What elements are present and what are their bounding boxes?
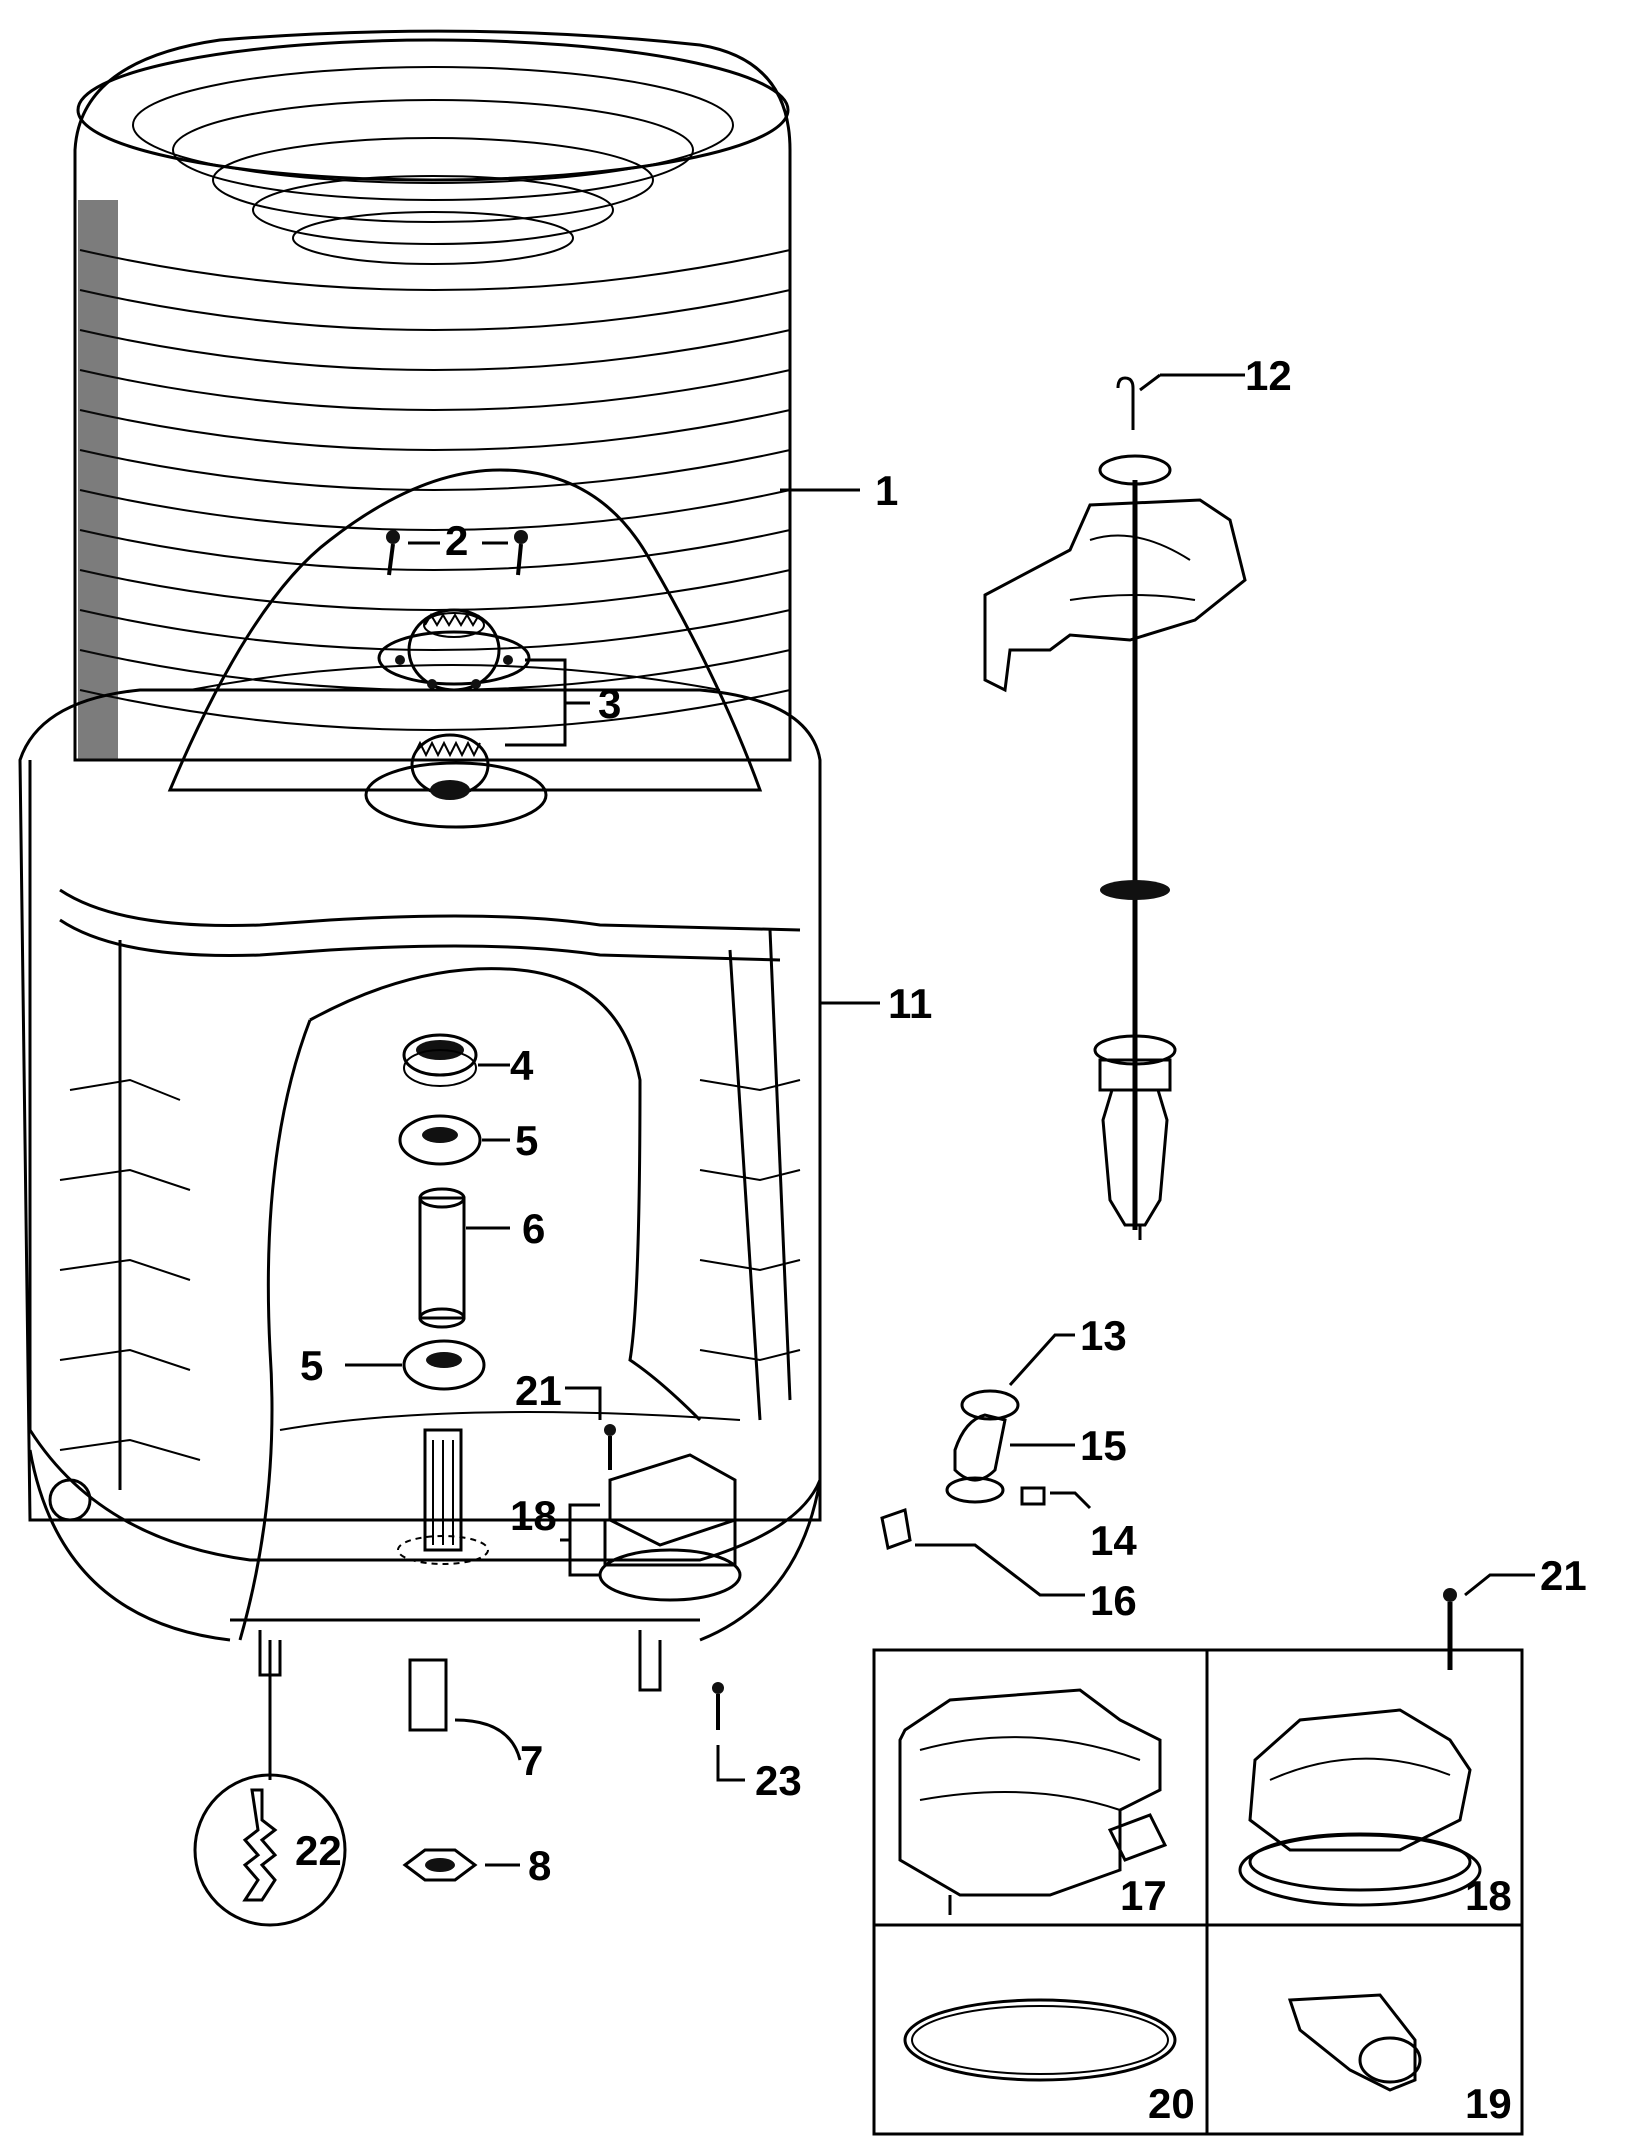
pump-17 — [898, 1688, 1168, 1915]
spin-tube-6 — [418, 1187, 466, 1329]
label-part-1: 1 — [875, 467, 898, 514]
drive-shaft — [397, 1428, 489, 1565]
label-part-7: 7 — [520, 1737, 543, 1784]
fitting-19 — [1287, 1993, 1422, 2092]
outer-tub — [18, 688, 822, 1692]
pump-18-installed — [560, 1386, 742, 1602]
label-part-23: 23 — [755, 1757, 802, 1804]
label-part-19: 19 — [1465, 2080, 1512, 2127]
label-part-21-installed: 21 — [515, 1367, 562, 1414]
label-part-17: 17 — [1120, 1872, 1167, 1919]
label-part-16: 16 — [1090, 1577, 1137, 1624]
label-part-12: 12 — [1245, 352, 1292, 399]
label-part-4: 4 — [510, 1042, 534, 1089]
label-part-8: 8 — [528, 1842, 551, 1889]
label-part-13: 13 — [1080, 1312, 1127, 1359]
fitting-15 — [945, 1413, 1075, 1504]
label-part-18-installed: 18 — [510, 1492, 557, 1539]
label-part-22: 22 — [295, 1827, 342, 1874]
part-7 — [408, 1658, 522, 1761]
clip-16 — [880, 1507, 1085, 1597]
pump-18-inset — [1238, 1573, 1535, 1907]
label-part-3: 3 — [598, 680, 621, 727]
label-part-18-inset: 18 — [1465, 1872, 1512, 1919]
label-part-11: 11 — [888, 980, 932, 1027]
clip-22-inset — [193, 1640, 347, 1927]
label-part-21-inset: 21 — [1540, 1552, 1587, 1599]
nut-8 — [402, 1848, 520, 1882]
pump-inset-box — [872, 1648, 1524, 2136]
label-part-14: 14 — [1090, 1517, 1137, 1564]
drive-hub-3 — [364, 608, 590, 829]
label-part-6: 6 — [522, 1205, 545, 1252]
ring-20 — [903, 1998, 1177, 2082]
o-ring-13 — [960, 1333, 1075, 1421]
wash-basket — [73, 29, 792, 792]
label-part-2: 2 — [445, 517, 468, 564]
label-part-20: 20 — [1148, 2080, 1195, 2127]
clip-14 — [1020, 1486, 1092, 1510]
screw-23 — [712, 1682, 745, 1782]
tub-seal-4 — [402, 1033, 478, 1087]
label-part-5-upper: 5 — [515, 1117, 538, 1164]
label-part-5-lower: 5 — [300, 1342, 323, 1389]
bearing-5-upper — [398, 1114, 482, 1166]
suspension-rod-12 — [983, 373, 1247, 1240]
label-part-15: 15 — [1080, 1422, 1127, 1469]
bearing-5-lower — [402, 1339, 486, 1391]
screws-2 — [386, 530, 528, 576]
